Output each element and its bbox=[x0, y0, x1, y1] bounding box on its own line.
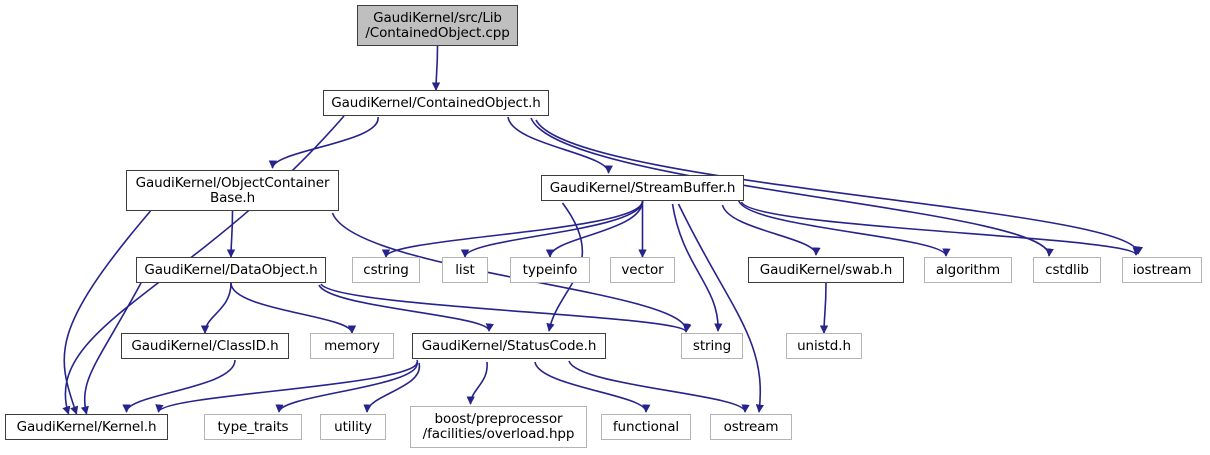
edge-streambuffer-to-ostream bbox=[677, 203, 765, 413]
node-cpp[interactable]: GaudiKernel/src/Lib /ContainedObject.cpp bbox=[357, 5, 518, 46]
node-streambuffer[interactable]: GaudiKernel/StreamBuffer.h bbox=[541, 175, 744, 201]
node-cstring[interactable]: cstring bbox=[352, 257, 420, 283]
edge-streambuffer-to-iostream bbox=[740, 201, 1141, 256]
edge-statuscode-to-functional bbox=[534, 361, 651, 413]
edge-streambuffer-to-cstring bbox=[381, 200, 644, 258]
edge-cpp-to-containedobject bbox=[431, 45, 441, 91]
node-swab[interactable]: GaudiKernel/swab.h bbox=[748, 257, 904, 283]
edge-statuscode-to-boost_overload bbox=[466, 361, 488, 405]
node-list[interactable]: list bbox=[442, 257, 488, 283]
node-iostream[interactable]: iostream bbox=[1122, 257, 1202, 283]
node-type_traits[interactable]: type_traits bbox=[204, 414, 302, 440]
node-kernel[interactable]: GaudiKernel/Kernel.h bbox=[5, 414, 168, 440]
edge-containedobject-to-objectcontainerbase bbox=[268, 116, 379, 169]
node-classid[interactable]: GaudiKernel/ClassID.h bbox=[121, 333, 289, 359]
edge-dataobject-to-statuscode bbox=[318, 284, 494, 332]
edge-statuscode-to-utility bbox=[363, 362, 420, 413]
node-utility[interactable]: utility bbox=[320, 414, 386, 440]
edge-statuscode-to-kernel bbox=[155, 359, 418, 413]
edge-statuscode-to-type_traits bbox=[275, 361, 418, 413]
edge-streambuffer-to-swab bbox=[721, 204, 821, 256]
edge-streambuffer-to-string bbox=[671, 203, 723, 332]
node-ostream[interactable]: ostream bbox=[710, 414, 792, 440]
node-containedobject[interactable]: GaudiKernel/ContainedObject.h bbox=[323, 90, 549, 116]
edge-dataobject-to-string bbox=[320, 283, 692, 333]
edge-streambuffer-to-list bbox=[460, 200, 644, 258]
node-typeinfo[interactable]: typeinfo bbox=[510, 257, 590, 283]
edge-classid-to-kernel bbox=[122, 359, 236, 413]
edge-dataobject-to-memory bbox=[230, 282, 357, 334]
node-functional[interactable]: functional bbox=[601, 414, 691, 440]
node-boost_overload[interactable]: boost/preprocessor /facilities/overload.… bbox=[410, 406, 587, 448]
node-dataobject[interactable]: GaudiKernel/DataObject.h bbox=[136, 257, 326, 283]
node-vector[interactable]: vector bbox=[610, 257, 675, 283]
edge-statuscode-to-ostream bbox=[568, 360, 750, 413]
node-memory[interactable]: memory bbox=[310, 333, 394, 359]
edge-swab-to-unistd bbox=[819, 282, 829, 334]
edge-streambuffer-to-typeinfo bbox=[545, 200, 644, 258]
edge-dataobject-to-classid bbox=[200, 282, 232, 334]
edge-objectcontainerbase-to-kernel bbox=[63, 210, 152, 415]
node-algorithm[interactable]: algorithm bbox=[924, 257, 1012, 283]
node-string[interactable]: string bbox=[681, 333, 743, 359]
edge-objectcontainerbase-to-dataobject bbox=[226, 210, 236, 258]
edge-containedobject-to-streambuffer bbox=[507, 116, 613, 174]
node-statuscode[interactable]: GaudiKernel/StatusCode.h bbox=[412, 333, 606, 359]
node-objectcontainerbase[interactable]: GaudiKernel/ObjectContainer Base.h bbox=[126, 170, 339, 211]
node-cstdlib[interactable]: cstdlib bbox=[1033, 257, 1101, 283]
node-unistd[interactable]: unistd.h bbox=[786, 333, 862, 359]
edge-streambuffer-to-algorithm bbox=[737, 199, 951, 257]
